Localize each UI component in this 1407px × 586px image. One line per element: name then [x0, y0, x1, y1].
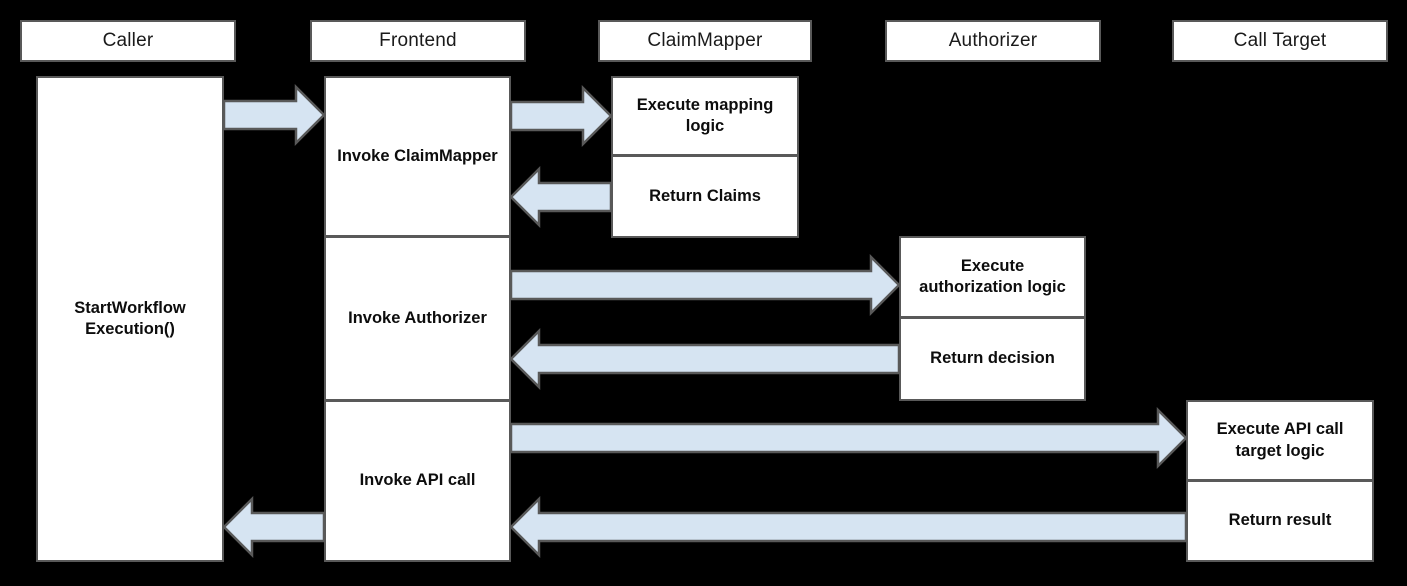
lane-header-caller-label: Caller: [102, 30, 154, 51]
arrow-authorizer-to-frontend: [509, 327, 901, 391]
activation-calltarget-return-result: Return result: [1186, 480, 1374, 562]
activation-caller-startworkflow: StartWorkflow Execution(): [36, 76, 224, 562]
arrow-frontend-to-calltarget: [509, 406, 1188, 470]
lane-header-caller: Caller: [20, 20, 236, 62]
arrow-frontend-to-claimmapper: [509, 84, 613, 148]
lane-header-calltarget: Call Target: [1172, 20, 1388, 62]
activation-calltarget-return-result-label: Return result: [1228, 511, 1332, 530]
activation-claimmapper-execute-mapping-logic-label: Execute mapping logic: [636, 95, 774, 135]
arrow-caller-to-frontend: [222, 83, 326, 147]
activation-frontend-invoke-authorizer: Invoke Authorizer: [324, 236, 511, 401]
lane-header-frontend-label: Frontend: [379, 30, 457, 51]
activation-frontend-invoke-claimmapper-label: Invoke ClaimMapper: [337, 146, 498, 165]
lane-header-calltarget-label: Call Target: [1233, 30, 1327, 51]
activation-caller-startworkflow-label: StartWorkflow Execution(): [74, 298, 186, 338]
arrow-calltarget-to-frontend: [509, 495, 1188, 559]
arrow-frontend-to-authorizer: [509, 253, 901, 317]
activation-frontend-invoke-api-call-label: Invoke API call: [359, 471, 476, 490]
activation-calltarget-execute-api-call-target-logic-label: Execute API call target logic: [1216, 420, 1344, 460]
lane-header-authorizer: Authorizer: [885, 20, 1101, 62]
activation-frontend-invoke-authorizer-label: Invoke Authorizer: [348, 308, 487, 327]
lane-header-frontend: Frontend: [310, 20, 526, 62]
activation-claimmapper-return-claims: Return Claims: [611, 155, 799, 238]
activation-frontend-invoke-api-call: Invoke API call: [324, 400, 511, 562]
activation-claimmapper-execute-mapping-logic: Execute mapping logic: [611, 76, 799, 156]
activation-claimmapper-return-claims-label: Return Claims: [649, 186, 761, 205]
activation-frontend-invoke-claimmapper: Invoke ClaimMapper: [324, 76, 511, 237]
arrow-claimmapper-to-frontend: [509, 165, 613, 229]
lane-header-authorizer-label: Authorizer: [948, 30, 1038, 51]
activation-authorizer-execute-authorization-logic: Execute authorization logic: [899, 236, 1086, 318]
activation-authorizer-return-decision-label: Return decision: [930, 349, 1055, 368]
arrow-frontend-to-caller: [222, 495, 326, 559]
activation-authorizer-execute-authorization-logic-label: Execute authorization logic: [919, 256, 1066, 296]
lane-header-claimmapper-label: ClaimMapper: [647, 30, 763, 51]
activation-calltarget-execute-api-call-target-logic: Execute API call target logic: [1186, 400, 1374, 481]
activation-authorizer-return-decision: Return decision: [899, 317, 1086, 401]
lane-header-claimmapper: ClaimMapper: [598, 20, 812, 62]
